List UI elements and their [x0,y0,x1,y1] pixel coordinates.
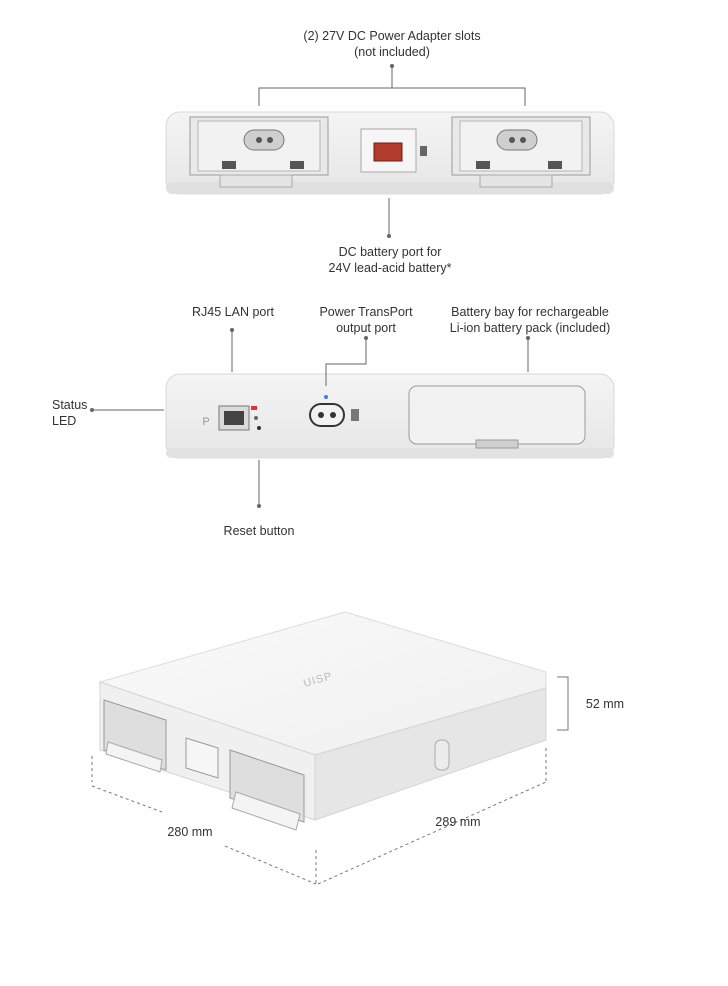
transport-output-port [309,395,359,427]
rj45-port [218,405,257,431]
rj45-label: RJ45 LAN port [192,305,274,319]
adapter-leader [258,87,526,106]
height-dimension-label: 52 mm [585,697,625,711]
transport-label-line1: Power TransPort [319,305,413,319]
battery-port-label-line2: 24V lead-acid battery* [328,261,452,275]
adapter-slots-label: (2) 27V DC Power Adapter slots (not incl… [292,28,492,60]
dc-battery-port [360,128,427,173]
adapter-slots-label-line1: (2) 27V DC Power Adapter slots [303,29,481,43]
transport-label: Power TransPort output port [308,304,424,336]
battery-port-label: DC battery port for 24V lead-acid batter… [300,244,480,276]
status-led-label-line1: Status [52,398,88,412]
battery-bay-label: Battery bay for rechargeable Li-ion batt… [440,304,620,336]
top-view-device [165,64,615,238]
adapter-slots-label-line2: (not included) [354,45,430,59]
battery-bay-label-line1: Battery bay for rechargeable [451,305,609,319]
width-dimension-label: 289 mm [435,815,481,829]
transport-label-line2: output port [336,321,396,335]
adapter-slot-left [189,116,329,188]
transport-leader [325,338,367,386]
battery-port-label-line1: DC battery port for [338,245,442,259]
port-letter: P [202,416,210,428]
reset-button-hole [257,426,261,430]
status-led [254,416,258,420]
depth-dimension-label: 280 mm [167,825,213,839]
status-led-label-line2: LED [52,414,77,428]
front-view-device [90,328,615,508]
dimension-lines [91,676,569,885]
reset-button-label: Reset button [223,524,295,538]
status-led-label: Status LED [52,397,102,429]
battery-bay-label-line2: Li-ion battery pack (included) [449,321,611,335]
battery-bay [408,385,586,449]
isometric-device [98,611,547,831]
adapter-slot-right [451,116,591,188]
